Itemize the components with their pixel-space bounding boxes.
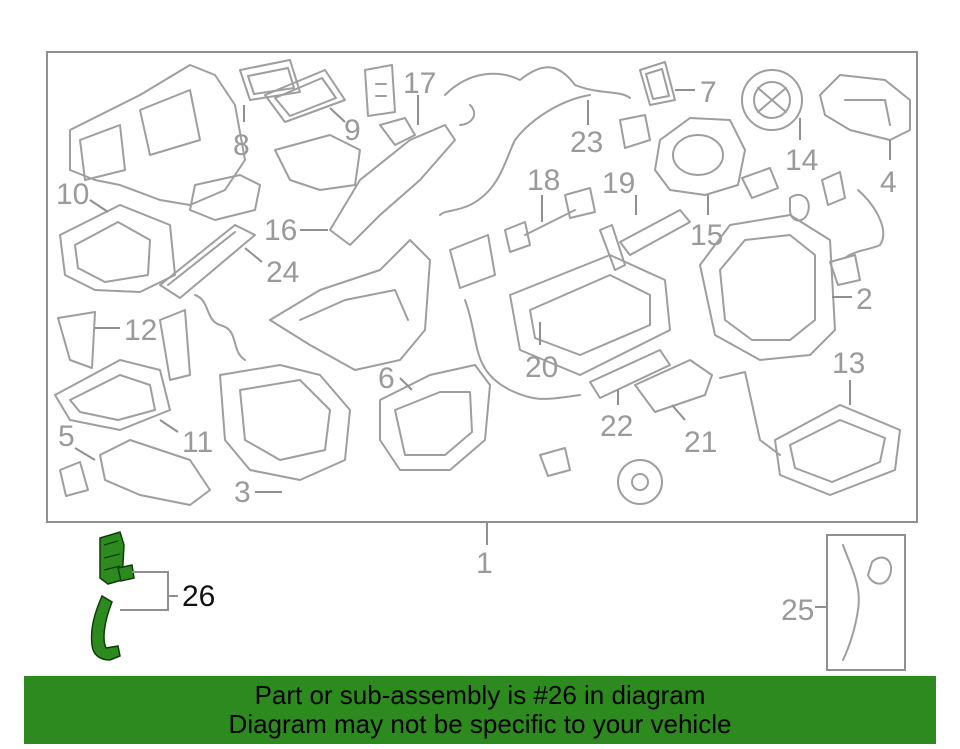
callout-7[interactable]: 7: [700, 76, 717, 109]
callout-24[interactable]: 24: [266, 256, 299, 289]
part-6-case[interactable]: [379, 364, 491, 471]
part-20-door[interactable]: [509, 254, 671, 376]
leader-26: [120, 571, 178, 611]
callout-16[interactable]: 16: [264, 214, 297, 247]
callout-25[interactable]: 25: [781, 594, 814, 627]
part-26-highlighted[interactable]: [90, 531, 135, 661]
callout-23[interactable]: 23: [570, 126, 603, 159]
callout-12[interactable]: 12: [124, 314, 157, 347]
callout-17[interactable]: 17: [403, 67, 436, 100]
callout-5[interactable]: 5: [58, 420, 75, 453]
callout-11[interactable]: 11: [182, 426, 213, 459]
callout-3[interactable]: 3: [234, 476, 251, 509]
callout-13[interactable]: 13: [832, 347, 865, 380]
part-17-duct[interactable]: [379, 117, 416, 146]
callout-14[interactable]: 14: [785, 144, 818, 177]
part-4-housing[interactable]: [819, 74, 911, 141]
part-21-vent[interactable]: [634, 359, 713, 413]
callout-6[interactable]: 6: [378, 362, 395, 395]
callout-15[interactable]: 15: [690, 219, 723, 252]
callout-18[interactable]: 18: [527, 164, 560, 197]
part-8-filter[interactable]: [239, 59, 301, 101]
part-blower-motor[interactable]: [741, 69, 803, 131]
part-cable-center[interactable]: [449, 234, 581, 400]
callout-26[interactable]: 26: [182, 580, 215, 613]
banner-line-1: Part or sub-assembly is #26 in diagram: [254, 680, 706, 710]
banner-line-2: Diagram may not be specific to your vehi…: [228, 709, 732, 739]
assembly-frame: [46, 51, 918, 523]
part-12[interactable]: [57, 311, 96, 369]
callout-21[interactable]: 21: [684, 426, 717, 459]
part-misc-bottom[interactable]: [539, 447, 663, 505]
callout-1[interactable]: 1: [476, 547, 493, 580]
callout-22[interactable]: 22: [600, 410, 633, 443]
part-7-gasket[interactable]: [639, 61, 676, 106]
part-22-vent[interactable]: [589, 349, 671, 399]
part-upper-duct[interactable]: [269, 239, 431, 371]
part-24-panel[interactable]: [159, 224, 256, 299]
part-3-case[interactable]: [219, 364, 351, 481]
part-18-actuator[interactable]: [504, 187, 596, 253]
callout-4[interactable]: 4: [880, 166, 897, 199]
callout-19[interactable]: 19: [602, 167, 635, 200]
part-23-harness[interactable]: [439, 66, 631, 216]
part-10-housing[interactable]: [59, 204, 176, 293]
callout-8[interactable]: 8: [233, 129, 250, 162]
part-13-heater-core[interactable]: [719, 371, 901, 496]
part-wiring-small[interactable]: [159, 294, 246, 381]
notice-banner: Part or sub-assembly is #26 in diagram D…: [24, 676, 936, 744]
part-bracket-upper[interactable]: [274, 64, 396, 191]
part-16-duct[interactable]: [329, 124, 456, 246]
callout-10[interactable]: 10: [56, 178, 89, 211]
part-small-misc[interactable]: [741, 167, 885, 286]
part-15-blower-case[interactable]: [619, 114, 746, 196]
part-11-tray[interactable]: [54, 359, 171, 431]
part-9-filter[interactable]: [264, 69, 346, 123]
callout-20[interactable]: 20: [525, 351, 558, 384]
callout-2[interactable]: 2: [856, 283, 873, 316]
callout-9[interactable]: 9: [344, 114, 361, 147]
part-19-actuator[interactable]: [599, 209, 691, 271]
inset-25-frame: [826, 534, 906, 671]
part-upper-case[interactable]: [69, 64, 261, 221]
part-25-hose[interactable]: [842, 544, 893, 661]
part-5[interactable]: [59, 439, 211, 506]
part-2-housing[interactable]: [699, 214, 836, 361]
